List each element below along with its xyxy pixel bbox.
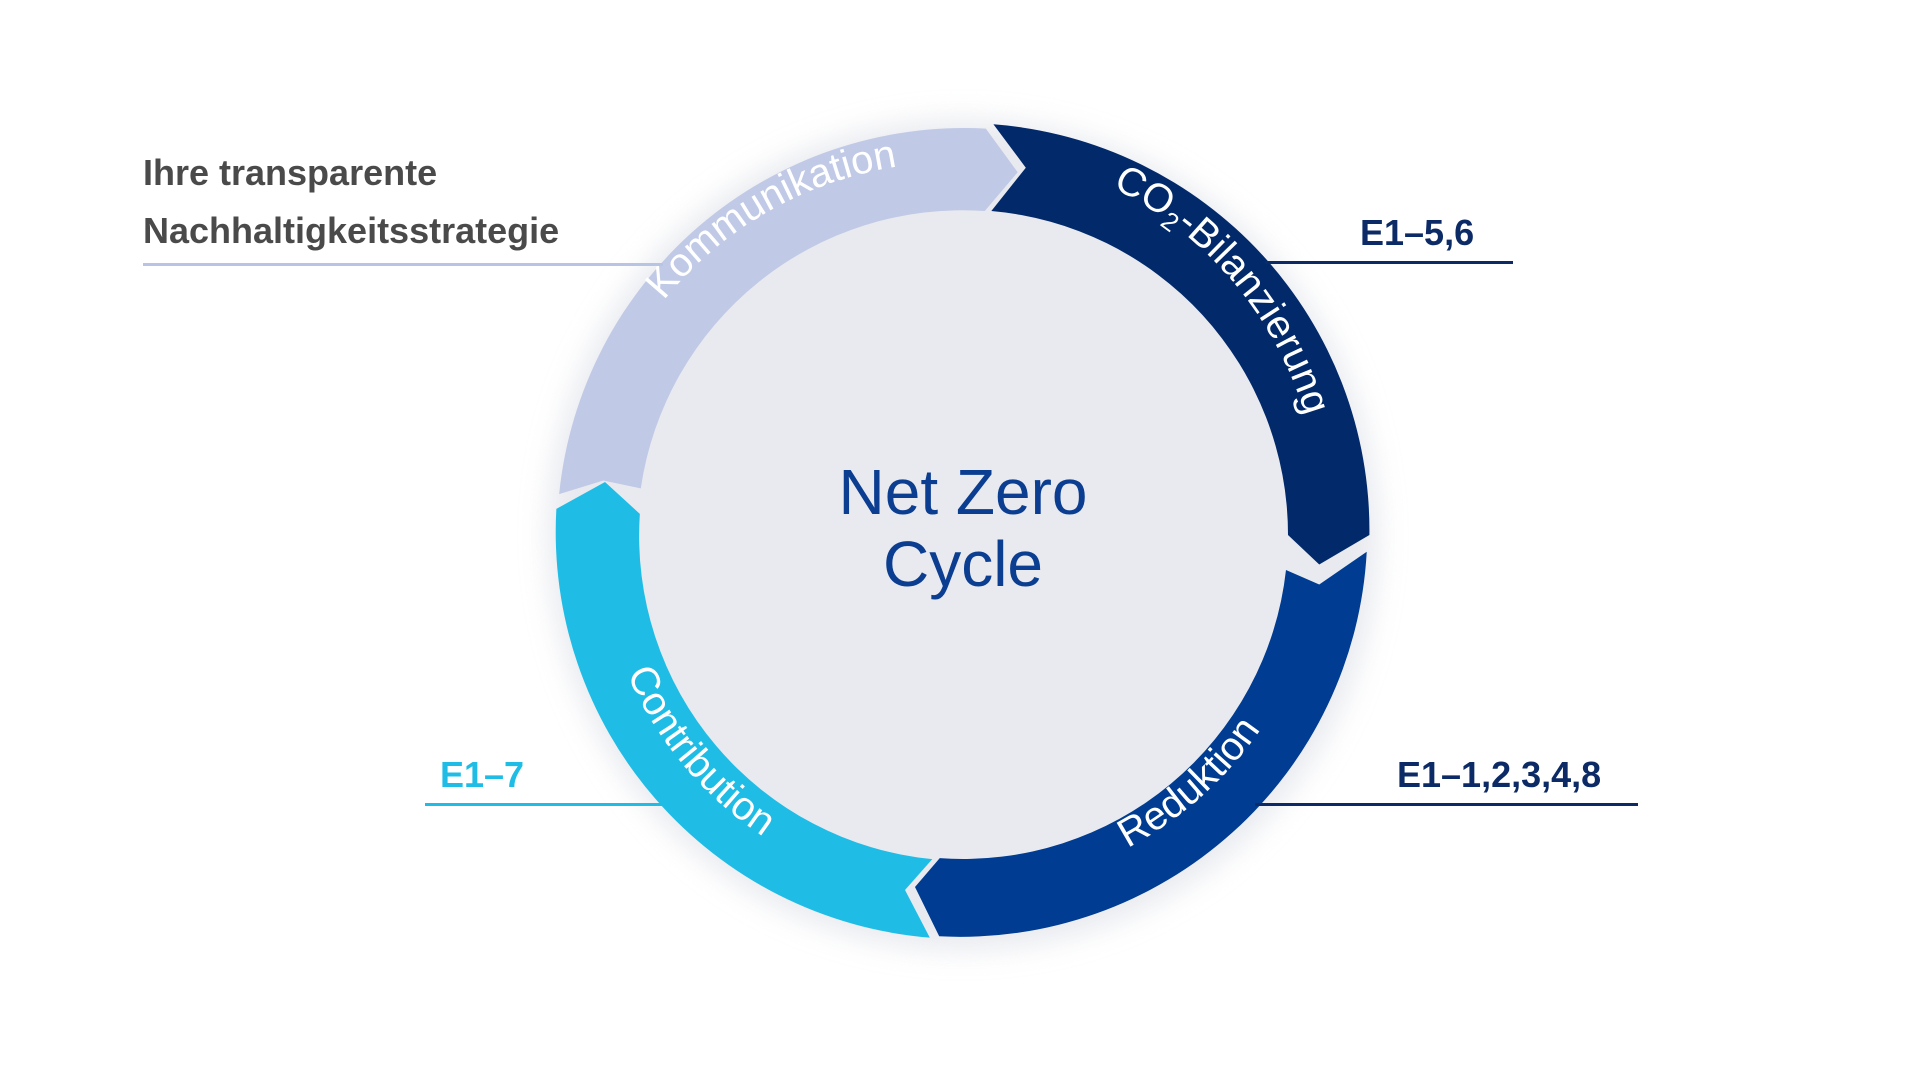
intro-rule [143, 263, 663, 266]
reference-e1-1-2-3-4-8: E1–1,2,3,4,8 [1397, 754, 1602, 795]
segment-kommunikation [559, 128, 1018, 495]
reference-rule-e1-5-6 [1265, 261, 1513, 264]
reference-rule-e1-7 [425, 803, 670, 806]
intro-heading-line1: Ihre transparente [143, 152, 438, 193]
intro-heading-line2: Nachhaltigkeitsstrategie [143, 210, 560, 251]
ring-shadow [548, 120, 1378, 950]
reference-e1-7: E1–7 [440, 754, 525, 795]
center-title-line2: Cycle [883, 528, 1043, 600]
center-title-line1: Net Zero [839, 456, 1088, 528]
reference-e1-5-6: E1–5,6 [1360, 212, 1475, 253]
segment-contribution [555, 482, 933, 938]
segment-co2-bilanzierung [991, 124, 1370, 565]
reference-rule-e1-1-2-3-4-8 [1255, 803, 1638, 806]
segment-reduktion [915, 551, 1367, 937]
